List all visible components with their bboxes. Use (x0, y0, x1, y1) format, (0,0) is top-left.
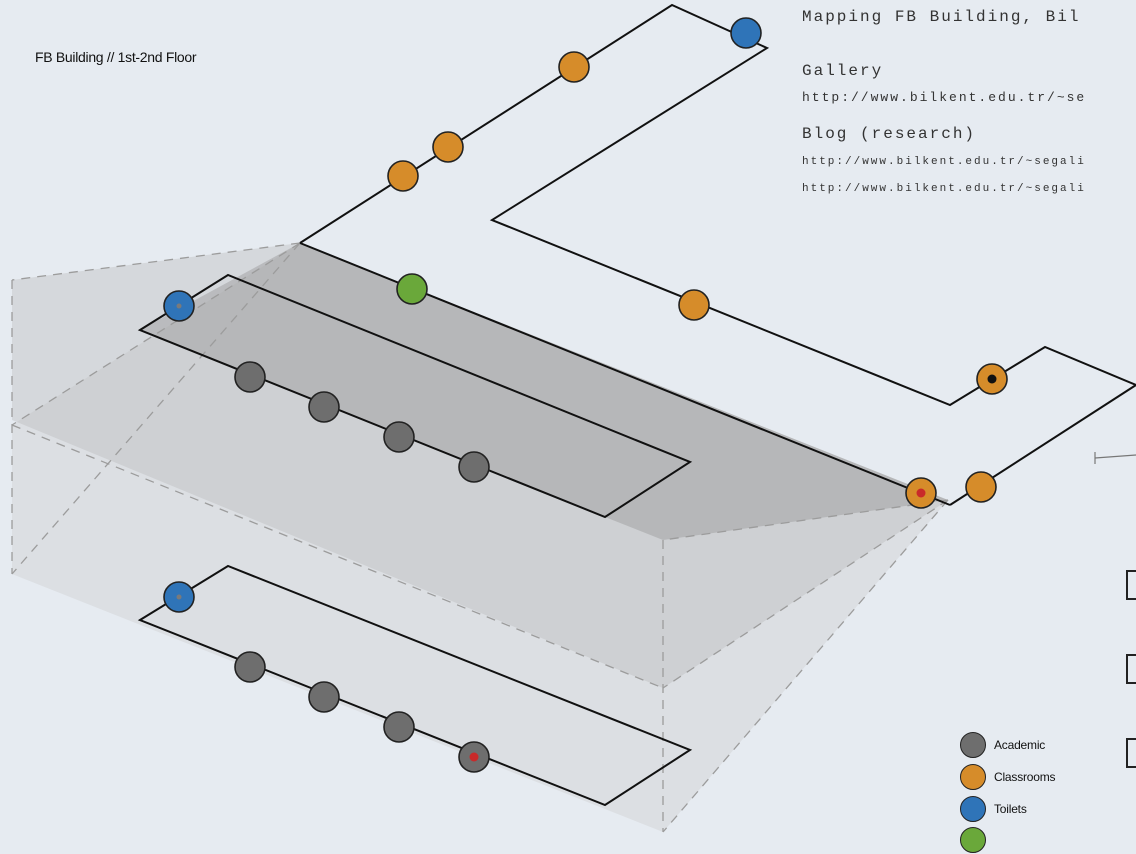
map-control-icon[interactable] (1126, 738, 1136, 768)
room-markers (163, 17, 1008, 773)
map-control-icon[interactable] (1126, 570, 1136, 600)
marker-dot (176, 594, 182, 600)
legend-label: Academic (994, 738, 1046, 752)
marker-dot (176, 303, 182, 309)
map-control-icon[interactable] (1126, 654, 1136, 684)
blog-link[interactable]: http://www.bilkent.edu.tr/~segali (802, 183, 1086, 195)
academic-marker[interactable] (308, 391, 340, 423)
academic-marker[interactable] (308, 681, 340, 713)
blog-heading: Blog (research) (802, 125, 977, 143)
floor-label: FB Building // 1st-2nd Floor (35, 49, 197, 65)
legend-item-academic: Academic (960, 731, 1045, 759)
upper-wing-corridor (299, 3, 1136, 407)
marker-dot (469, 752, 479, 762)
classroom-marker[interactable] (558, 51, 590, 83)
marker-dot (916, 488, 926, 498)
academic-marker[interactable] (234, 651, 266, 683)
legend-item-toilets: Toilets (960, 795, 1027, 823)
marker-inner-dots (176, 303, 997, 762)
blog-link[interactable]: http://www.bilkent.edu.tr/~segali (802, 156, 1086, 168)
upper-floor-plane (140, 243, 948, 540)
classroom-marker[interactable] (387, 160, 419, 192)
green-marker[interactable] (396, 273, 428, 305)
academic-swatch-icon (960, 732, 986, 758)
classroom-marker[interactable] (965, 471, 997, 503)
gallery-link[interactable]: http://www.bilkent.edu.tr/~se (802, 90, 1087, 105)
legend-label: Classrooms (994, 770, 1056, 784)
classrooms-swatch-icon (960, 764, 986, 790)
marker-dot (987, 374, 997, 384)
ground-floor-loop (137, 564, 693, 807)
legend-item-green (960, 826, 994, 854)
connector-mark (1094, 452, 1136, 464)
classroom-marker[interactable] (678, 289, 710, 321)
academic-marker[interactable] (383, 421, 415, 453)
legend-item-classrooms: Classrooms (960, 763, 1056, 791)
academic-marker[interactable] (383, 711, 415, 743)
classroom-marker[interactable] (432, 131, 464, 163)
green-swatch-icon (960, 827, 986, 853)
legend-label: Toilets (994, 802, 1027, 816)
site-title: Mapping FB Building, Bil (802, 8, 1081, 26)
dashed-guides (11, 242, 949, 833)
gallery-heading: Gallery (802, 62, 884, 80)
academic-marker[interactable] (458, 451, 490, 483)
toilet-marker[interactable] (730, 17, 762, 49)
first-floor-loop (137, 273, 693, 519)
toilets-swatch-icon (960, 796, 986, 822)
academic-marker[interactable] (234, 361, 266, 393)
